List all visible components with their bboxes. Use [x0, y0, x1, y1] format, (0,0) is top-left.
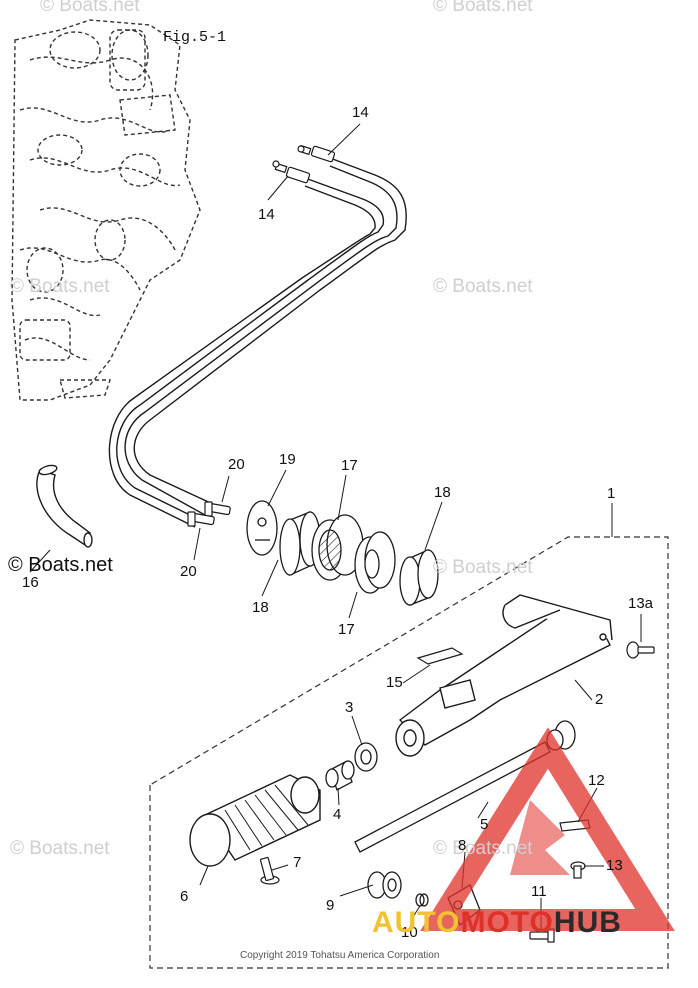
callout-2: 2 — [595, 691, 604, 708]
callout-18-right: 18 — [434, 484, 451, 501]
hose-16 — [36, 464, 93, 548]
logo-text-moto: MOTO — [460, 906, 554, 939]
logo-text-auto: AUTO — [372, 906, 461, 939]
callout-5: 5 — [480, 816, 489, 833]
plate-19 — [246, 500, 278, 556]
throttle-cables — [108, 157, 407, 528]
spring-10 — [415, 893, 429, 907]
watermark-middle-right: © Boats.net — [433, 276, 533, 297]
callout-20-bottom: 20 — [180, 563, 197, 580]
bushing-18a — [279, 511, 321, 577]
watermark-bottom-left: © Boats.net — [10, 838, 110, 859]
watermark-lower-right: © Boats.net — [433, 557, 533, 578]
callout-9: 9 — [326, 897, 335, 914]
callout-18-left: 18 — [252, 599, 269, 616]
callout-3: 3 — [345, 699, 354, 716]
screw-7 — [259, 856, 280, 885]
corner-credit: © Boats.net — [8, 554, 113, 576]
watermark-top: © Boats.net — [433, 0, 533, 16]
watermark-bottom-right: © Boats.net — [433, 838, 533, 859]
decal-14 — [416, 647, 464, 665]
screw-13a — [626, 641, 655, 659]
callout-19: 19 — [279, 451, 296, 468]
callout-17-bottom: 17 — [338, 621, 355, 638]
callout-12: 12 — [588, 772, 605, 789]
bolts-20 — [187, 501, 231, 527]
callout-6: 6 — [180, 888, 189, 905]
kit-boundary — [149, 536, 669, 969]
callout-8: 8 — [458, 837, 467, 854]
callout-20-top: 20 — [228, 456, 245, 473]
figure-reference: Fig.5-1 — [163, 29, 227, 46]
screw-13 — [570, 861, 586, 879]
bushing-18b — [399, 548, 439, 606]
logo-inner-mark — [510, 800, 570, 875]
ring-3 — [354, 742, 378, 772]
callout-7: 7 — [293, 854, 302, 871]
logo-text: AUTOMOTOHUB — [372, 906, 622, 940]
logo-triangle-emblem — [420, 727, 675, 931]
callout-15-bottom: 14 — [258, 206, 275, 223]
watermark-middle-left: © Boats.net — [10, 276, 110, 297]
callout-17-top: 17 — [341, 457, 358, 474]
cable-end-fittings — [272, 144, 336, 184]
nut-9 — [367, 871, 402, 899]
tiller-handle-2 — [395, 594, 613, 757]
callout-11: 11 — [531, 883, 547, 900]
watermark-top-left: © Boats.net — [40, 0, 140, 16]
callout-10: 10 — [401, 924, 418, 941]
callout-13: 13 — [606, 857, 623, 874]
callout-16: 16 — [22, 574, 39, 591]
gear-17a — [311, 514, 364, 581]
engine-block-outline — [11, 19, 201, 401]
collar-4 — [325, 760, 355, 791]
grip-6 — [189, 774, 321, 867]
callout-1: 1 — [607, 485, 616, 502]
callout-15-top: 14 — [352, 104, 369, 121]
callout-14: 15 — [386, 674, 403, 691]
callout-4: 4 — [333, 806, 342, 823]
logo-text-hub: HUB — [553, 906, 622, 939]
nut-17b — [354, 531, 396, 594]
copyright-notice: Copyright 2019 Tohatsu America Corporati… — [240, 950, 440, 961]
callout-13a: 13a — [628, 595, 654, 612]
